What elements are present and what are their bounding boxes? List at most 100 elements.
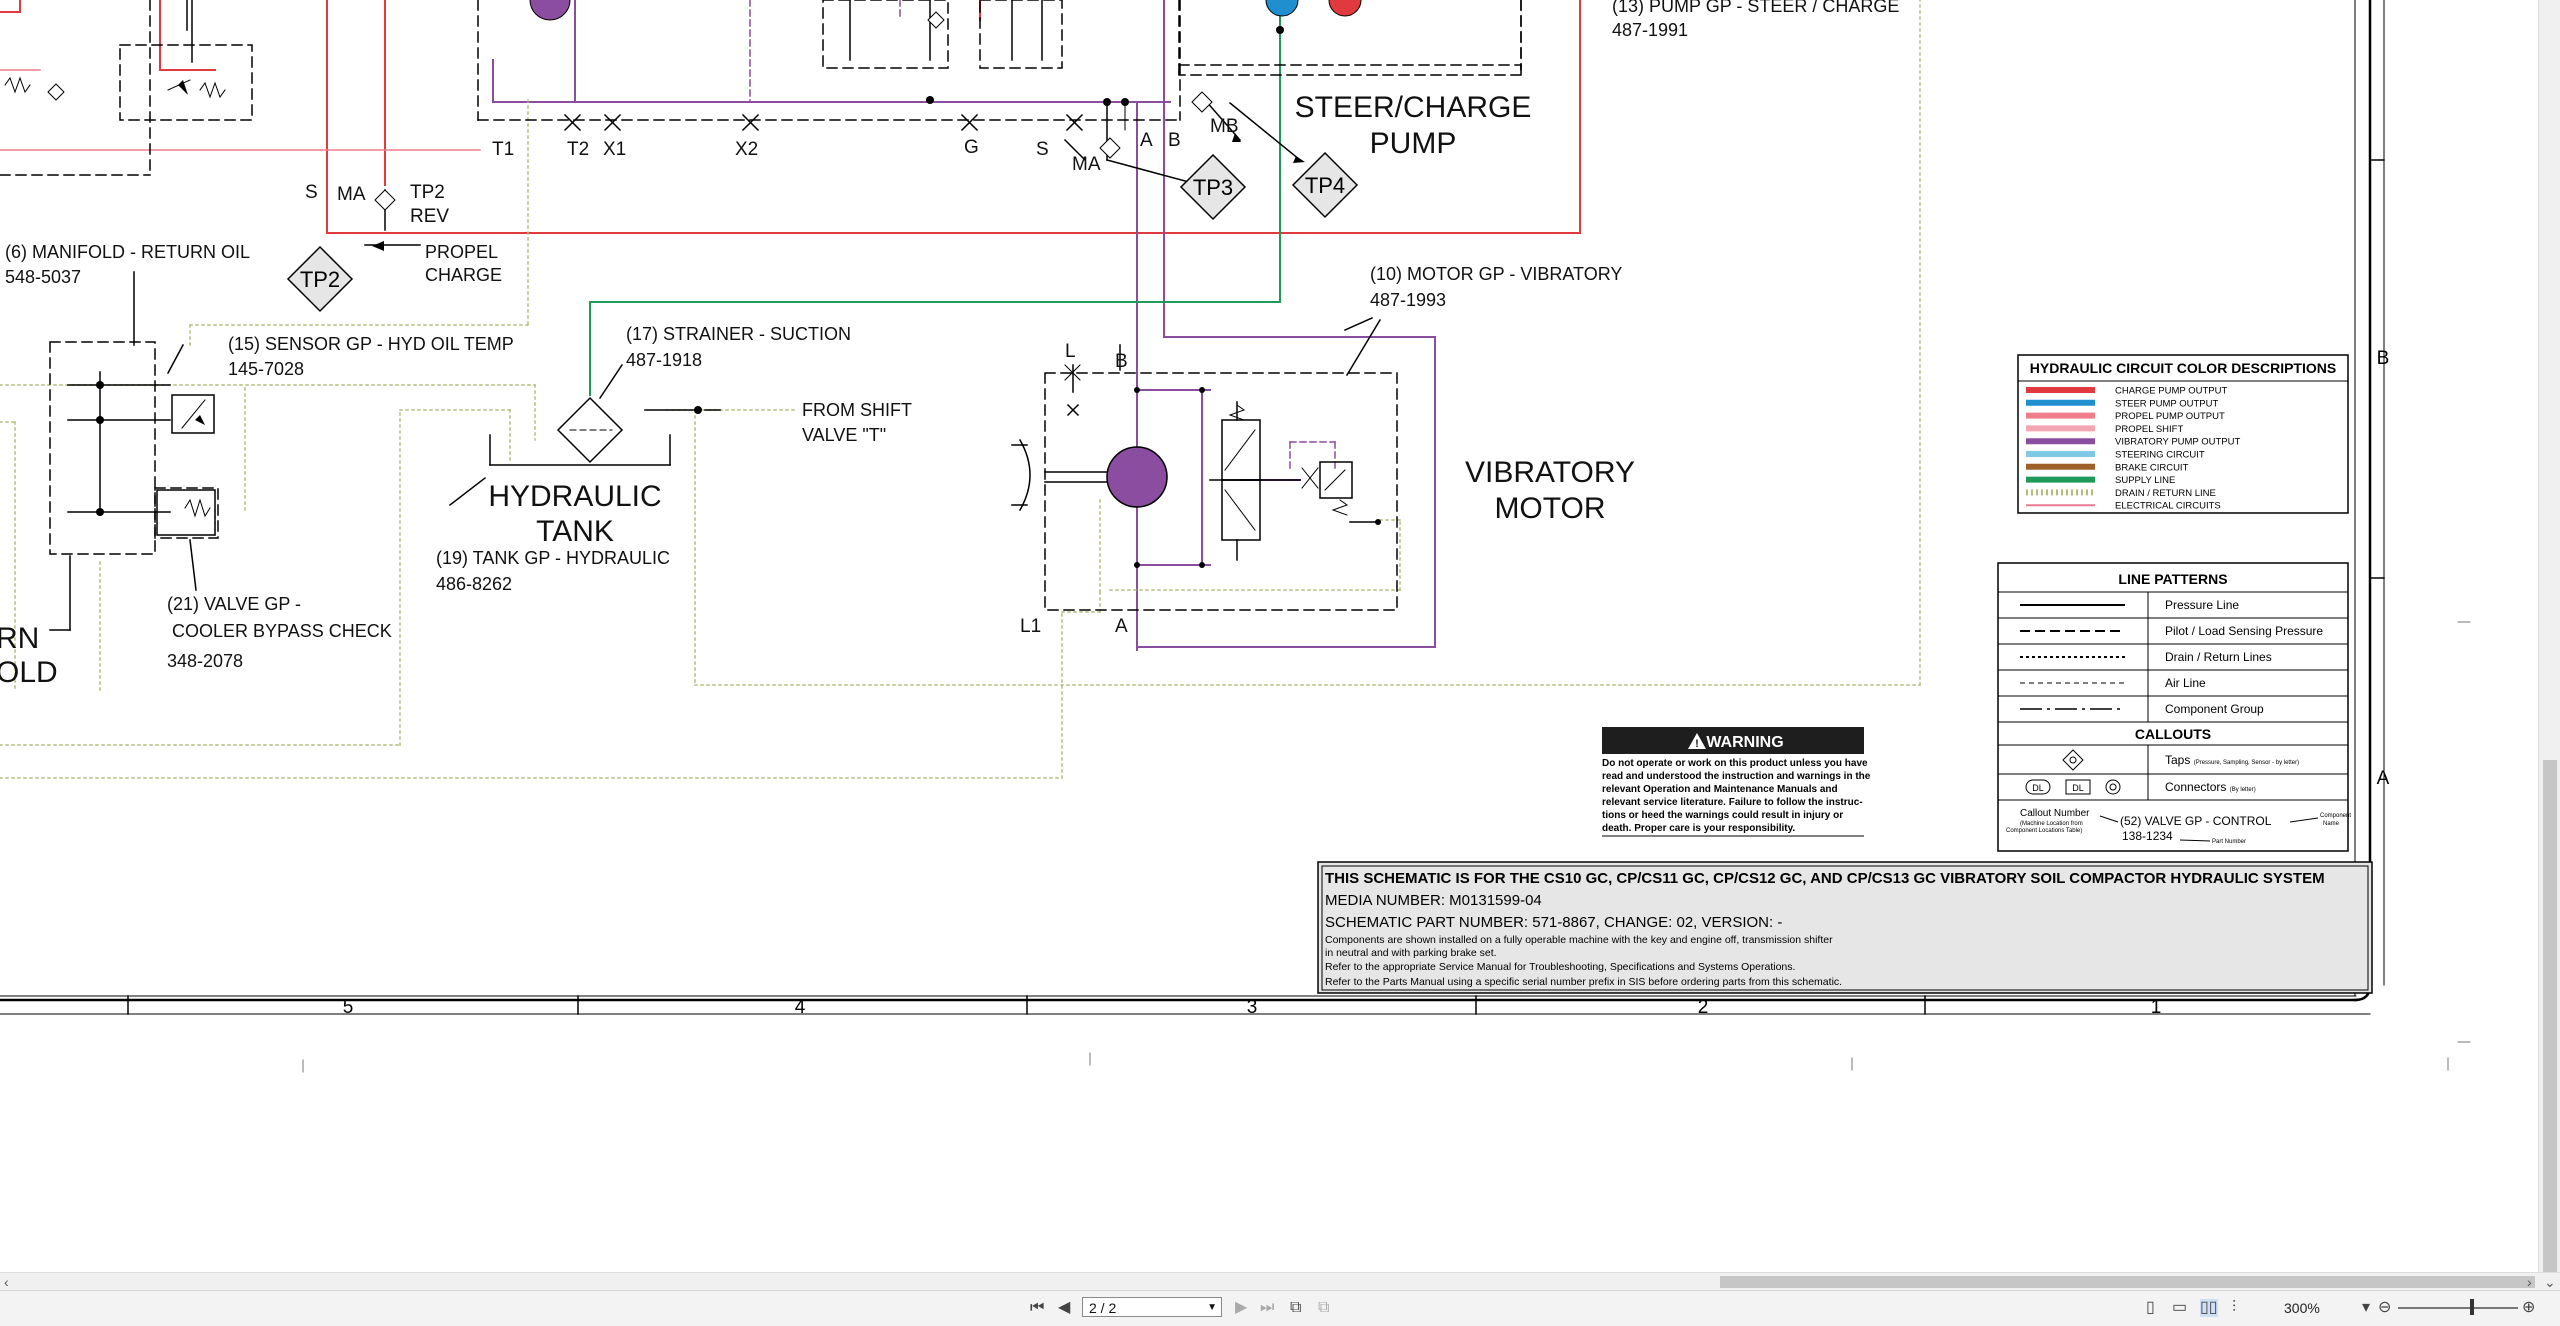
chevron-down-icon[interactable]: ▼ [1207, 1302, 1217, 1313]
port-s: S [1036, 139, 1049, 160]
tank-19-label: (19) TANK GP - HYDRAULIC [436, 548, 670, 568]
port-l1: L1 [1020, 616, 1041, 637]
color-legend-label: STEERING CIRCUIT [2115, 450, 2205, 461]
component-name-1: Component [2320, 813, 2351, 819]
vertical-scroll-thumb[interactable] [2543, 760, 2557, 1272]
next-page-icon[interactable]: ▶ [1235, 1299, 1248, 1316]
zoom-slider[interactable] [2398, 1307, 2518, 1309]
media-number: MEDIA NUMBER: M0131599-04 [1325, 892, 1542, 909]
color-legend-title: HYDRAULIC CIRCUIT COLOR DESCRIPTIONS [2030, 360, 2336, 376]
color-legend: HYDRAULIC CIRCUIT COLOR DESCRIPTIONS CHA… [2017, 354, 2349, 514]
port-t1: T1 [492, 139, 514, 160]
zoom-out-icon[interactable]: ⊖ [2378, 1299, 2392, 1316]
continuous-view-icon[interactable]: ▭ [2172, 1299, 2188, 1316]
title-block: THIS SCHEMATIC IS FOR THE CS10 GC, CP/CS… [1317, 861, 2373, 994]
grid-row-a: A [2377, 768, 2390, 789]
connector-dl-round: DL [2032, 783, 2044, 793]
grid-row-b: B [2377, 348, 2390, 369]
warning-line-6: death. Proper care is your responsibilit… [1602, 823, 1795, 834]
grid-col-3: 3 [1247, 997, 1258, 1018]
grid-col-5: 5 [343, 997, 354, 1018]
connector-dl-square: DL [2072, 783, 2084, 793]
taps-label: Taps (Pressure, Sampling, Sensor - by le… [2165, 753, 2299, 767]
port-rev: REV [410, 206, 449, 227]
facing-view-icon[interactable]: ▯▯ [2200, 1299, 2218, 1317]
first-page-icon[interactable]: ⏮ [1030, 1299, 1045, 1316]
zoom-dropdown-icon[interactable]: ▾ [2362, 1299, 2371, 1316]
callouts-title: CALLOUTS [2135, 726, 2211, 742]
color-legend-label: DRAIN / RETURN LINE [2115, 488, 2216, 499]
pattern-component: Component Group [2165, 702, 2264, 716]
horizontal-scrollbar[interactable]: ‹ › ⌄ [0, 1272, 2560, 1291]
title-note-4: Refer to the Parts Manual using a specif… [1325, 976, 1842, 988]
callout-sub1: (Machine Location from [2020, 821, 2083, 827]
pattern-pressure: Pressure Line [2165, 598, 2239, 612]
hydraulic-schematic: TP2 TP3 TP4 (13) PUMP GP - STEER / CHARG… [0, 0, 2471, 1073]
pattern-pilot: Pilot / Load Sensing Pressure [2165, 624, 2323, 638]
port-a: A [1140, 130, 1153, 151]
zoom-level[interactable]: 300% [2284, 1300, 2320, 1316]
port-l: L [1065, 341, 1076, 362]
vibratory-motor-2: MOTOR [1494, 492, 1605, 525]
scroll-left-arrow-icon[interactable]: ‹ [4, 1274, 9, 1290]
color-legend-label: CHARGE PUMP OUTPUT [2115, 386, 2227, 397]
pump-gp-13-part: 487-1991 [1612, 20, 1688, 40]
part-number-label: Part Number [2212, 839, 2246, 845]
steer-charge-pump-2: PUMP [1370, 127, 1457, 160]
last-page-icon[interactable]: ⏭ [1260, 1299, 1275, 1316]
color-legend-label: VIBRATORY PUMP OUTPUT [2115, 437, 2240, 448]
line-patterns-title: LINE PATTERNS [2118, 571, 2227, 587]
scroll-right-arrow-icon[interactable]: › [2527, 1274, 2532, 1290]
color-legend-label: ELECTRICAL CIRCUITS [2115, 501, 2221, 512]
sensor-15-part: 145-7028 [228, 359, 304, 379]
callout-sub2: Component Locations Table) [2006, 828, 2082, 834]
port-x1: X1 [603, 139, 626, 160]
vibratory-motor-1: VIBRATORY [1465, 456, 1635, 489]
previous-page-icon[interactable]: ◀ [1058, 1299, 1071, 1316]
zoom-in-icon[interactable]: ⊕ [2522, 1299, 2536, 1316]
steer-charge-pump-1: STEER/CHARGE [1295, 91, 1532, 124]
propel-charge-1: PROPEL [425, 242, 498, 262]
page-number-value: 2 / 2 [1089, 1300, 1117, 1316]
callout-number-label: Callout Number [2020, 808, 2090, 819]
page-number-field[interactable]: 2 / 2 ▼ [1082, 1297, 1222, 1317]
warning-line-3: relevant Operation and Maintenance Manua… [1602, 784, 1838, 795]
tap-callouts [286, 151, 1359, 313]
status-bar: ⏮ ◀ 2 / 2 ▼ ▶ ⏭ ⧉ ⧉ ▯ ▭ ▯▯ ⫶ 300% ▾ ⊖ ⊕ [0, 1290, 2560, 1326]
callout-example-part: 138-1234 [2122, 829, 2173, 843]
pattern-drain: Drain / Return Lines [2165, 650, 2272, 664]
port-b: B [1168, 130, 1181, 151]
document-viewport[interactable]: TP2 TP3 TP4 (13) PUMP GP - STEER / CHARG… [0, 0, 2560, 1272]
port-ma-left: MA [337, 184, 366, 205]
color-legend-label: PROPEL PUMP OUTPUT [2115, 411, 2225, 422]
continuous-facing-view-icon[interactable]: ⫶ [2232, 1299, 2237, 1316]
warning-line-4: relevant service literature. Failure to … [1602, 797, 1863, 808]
color-legend-label: PROPEL SHIFT [2115, 424, 2183, 435]
tank-19-part: 486-8262 [436, 574, 512, 594]
schematic-part-number: SCHEMATIC PART NUMBER: 571-8867, CHANGE:… [1325, 914, 1782, 931]
manifold-6-part: 548-5037 [5, 267, 81, 287]
motor-10-label: (10) MOTOR GP - VIBRATORY [1370, 264, 1622, 284]
port-a-motor: A [1115, 616, 1128, 637]
zoom-slider-thumb[interactable] [2470, 1299, 2474, 1315]
from-shift-1: FROM SHIFT [802, 400, 912, 420]
single-page-view-icon[interactable]: ▯ [2146, 1299, 2155, 1316]
grid-col-1: 1 [2151, 997, 2162, 1018]
valve-21-label: (21) VALVE GP - [167, 594, 301, 614]
warning-line-5: tions or heed the warnings could result … [1602, 810, 1843, 821]
manifold-6-label: (6) MANIFOLD - RETURN OIL [5, 242, 250, 262]
grid-col-2: 2 [1698, 997, 1709, 1018]
manifold-fragment-2: OLD [0, 656, 58, 689]
valve-21-desc: COOLER BYPASS CHECK [172, 621, 392, 641]
scroll-down-arrow-icon[interactable]: ⌄ [2544, 1274, 2556, 1290]
warning-title: WARNING [1706, 734, 1783, 751]
pump-gp-13-label: (13) PUMP GP - STEER / CHARGE [1612, 0, 1899, 16]
title-block-title: THIS SCHEMATIC IS FOR THE CS10 GC, CP/CS… [1325, 870, 2325, 887]
paste-page-icon[interactable]: ⧉ [1318, 1299, 1330, 1316]
tap-tp2-label: TP2 [300, 267, 340, 292]
horizontal-scroll-thumb[interactable] [1720, 1276, 2535, 1288]
port-s-left: S [305, 182, 318, 203]
vertical-scrollbar[interactable] [2538, 0, 2560, 1272]
title-note-2: in neutral and with parking brake set. [1325, 947, 1497, 959]
copy-page-icon[interactable]: ⧉ [1290, 1299, 1302, 1316]
